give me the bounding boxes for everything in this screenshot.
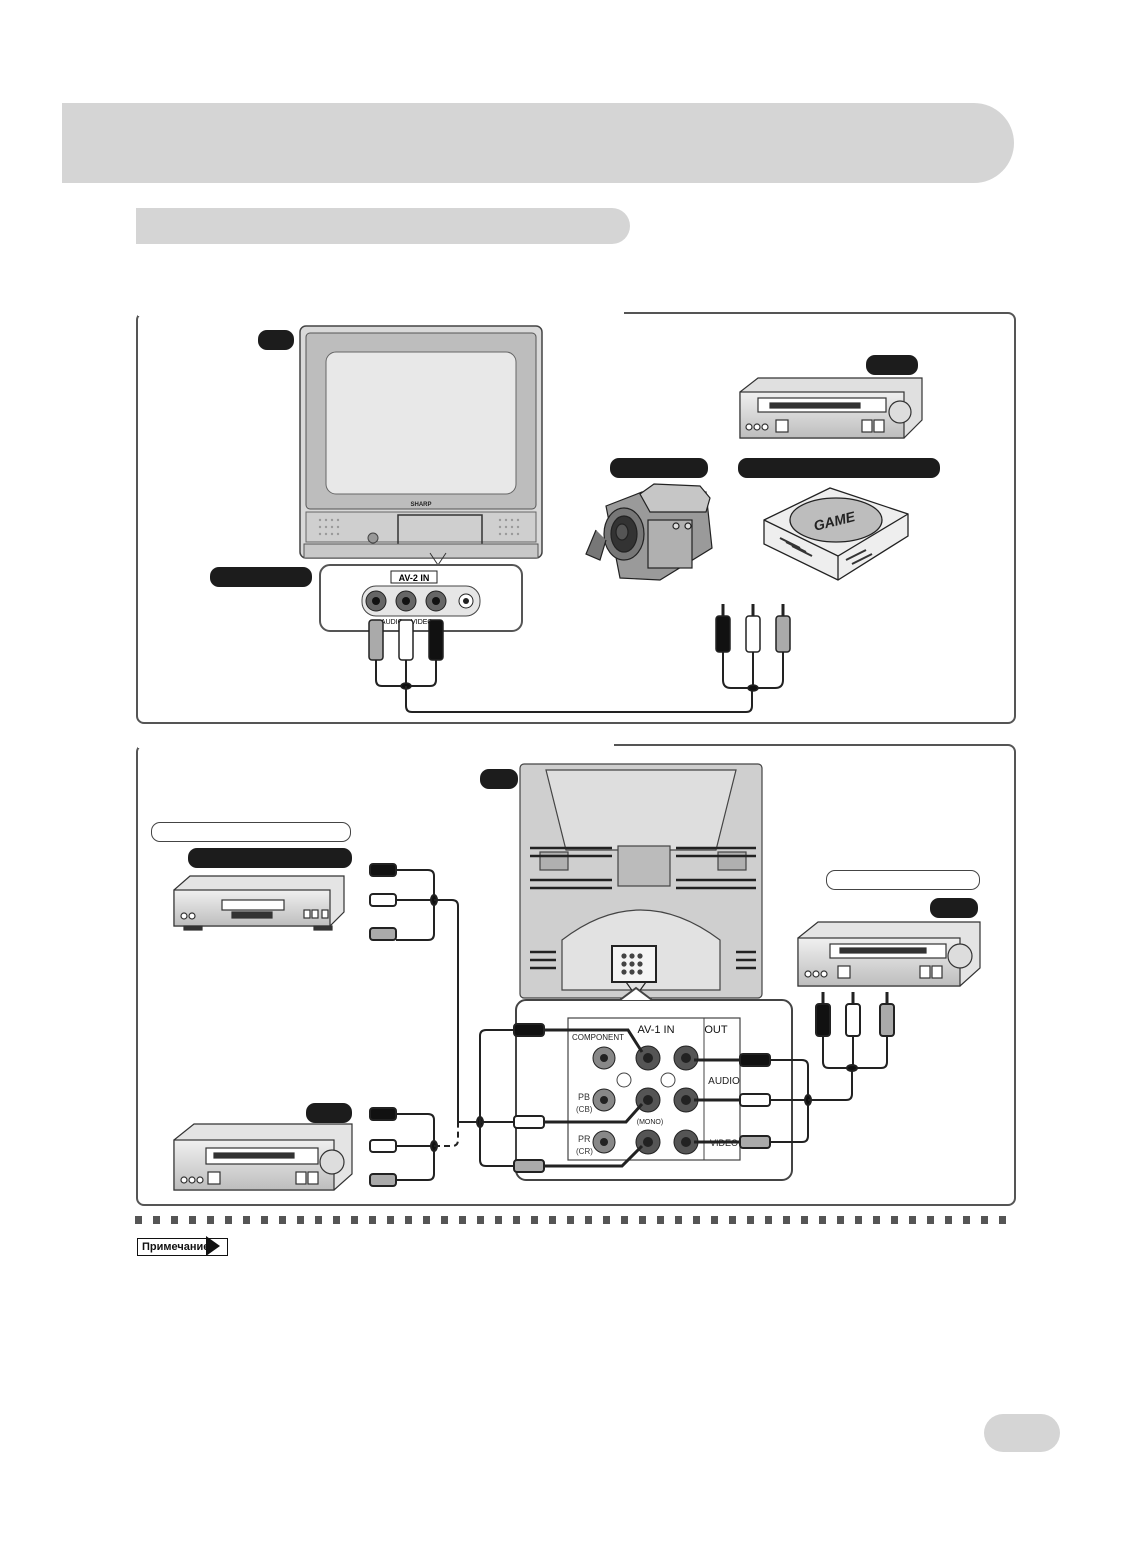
dvd-caption xyxy=(151,822,351,842)
tv-front-illustration: SHARP xyxy=(299,325,543,566)
panel-title-gap xyxy=(138,738,614,748)
note-arrow-icon xyxy=(206,1236,220,1256)
cr-label: (CR) xyxy=(576,1147,593,1156)
tv-rear-illustration xyxy=(519,763,763,999)
mono-label: (MONO) xyxy=(637,1119,663,1126)
section-title-band xyxy=(136,208,630,244)
note-tag: Примечание xyxy=(137,1238,229,1256)
vcr-in-label xyxy=(306,1103,352,1123)
tv-brand: SHARP xyxy=(410,502,431,508)
game-console-label xyxy=(738,458,940,478)
pb-label: PB xyxy=(578,1092,590,1102)
av1-in-label: AV-1 IN xyxy=(637,1024,674,1036)
front-input-label xyxy=(210,567,312,587)
vcr-rec-label xyxy=(930,898,978,918)
component-label: COMPONENT xyxy=(572,1033,624,1042)
dvd-player-illustration xyxy=(173,875,345,931)
tv-rear-label xyxy=(480,769,518,789)
camcorder-illustration xyxy=(585,483,713,581)
tv-label xyxy=(258,330,294,350)
section-divider xyxy=(135,1216,1017,1224)
rear-cables xyxy=(369,863,895,1187)
jack-video-label: VIDEO xyxy=(411,619,433,626)
jack-audio-label: AUDIO xyxy=(381,619,404,626)
camcorder-label xyxy=(610,458,708,478)
vcr-out-caption xyxy=(826,870,980,890)
vcr-rec-illustration xyxy=(797,921,981,987)
pr-label: PR xyxy=(578,1134,591,1144)
front-cable-plugs xyxy=(368,604,791,713)
page-number-badge xyxy=(984,1414,1060,1452)
game-console-illustration: GAME xyxy=(763,487,909,581)
cb-label: (CB) xyxy=(576,1105,593,1114)
page-title-band xyxy=(62,103,1014,183)
vcr-label xyxy=(866,355,918,375)
av2-in-label: AV-2 IN xyxy=(399,573,430,583)
vcr-in-illustration xyxy=(173,1123,353,1191)
panel-title-gap xyxy=(138,306,624,316)
audio-label: AUDIO xyxy=(708,1076,740,1087)
rear-jack-callout: COMPONENT AV-1 IN OUT PB (CB) PR (CR) AU… xyxy=(515,986,793,1181)
vcr-illustration xyxy=(739,377,923,439)
out-label: OUT xyxy=(704,1024,728,1036)
dvd-label xyxy=(188,848,352,868)
front-jack-callout: AV-2 IN AUDIO VIDEO xyxy=(319,564,523,632)
